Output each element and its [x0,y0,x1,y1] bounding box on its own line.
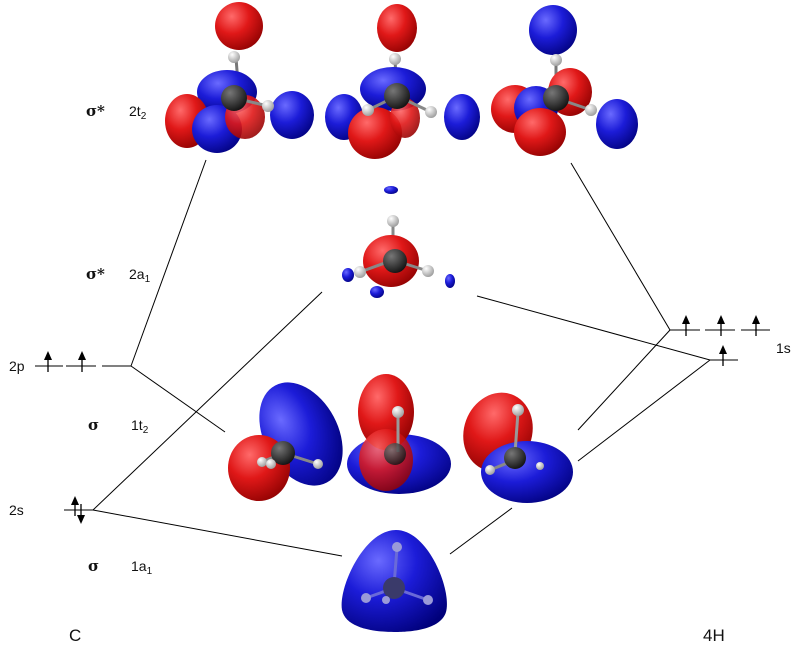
label-1a1-symmetry: σ [88,557,100,575]
electron-up-arrow [752,315,760,336]
electron-up-arrow [719,345,727,366]
orbital-1a1 [341,530,447,632]
label-2t2: 2t2 [129,103,147,122]
label-2a1-subscript: 1 [144,274,151,285]
label-1a1-subscript: 1 [146,566,153,577]
label-2t2-name: 2t [129,103,141,119]
label-2t2-subscript: 2 [140,111,147,122]
label-1t2-symmetry: σ [88,416,100,434]
orbital-2t2-a [165,2,314,153]
correlation-lines [92,159,711,557]
line-2s-to-1a1 [92,509,343,557]
label-carbon-atom: C [69,626,82,645]
line-1s-to-1a1-b [449,507,513,555]
label-hydrogen-atoms: 4H [703,626,725,645]
orbital-2t2-c [491,5,638,156]
line-1s-to-2a1 [476,295,711,361]
orbital-2t2-b [325,4,480,159]
carbon-2s-level [64,496,93,524]
electron-up-arrow [78,351,86,372]
electron-up-arrow [682,315,690,336]
label-1t2: 1t2 [131,417,149,436]
hydrogen-1s-levels [670,329,770,361]
electron-down-arrow [77,515,85,524]
orbital-1t2-b [347,374,451,494]
line-2s-to-2a1 [92,291,323,511]
line-2p-to-2t2-left [130,159,207,367]
electron-up-arrow [717,315,725,336]
label-2t2-symmetry: σ* [86,102,105,120]
electron-up-arrow [44,351,52,372]
label-1a1: 1a1 [131,558,153,577]
label-2a1-name: 2a [129,266,145,282]
label-hydrogen-1s: 1s [776,340,791,356]
electron-up-arrow [71,496,79,505]
label-1t2-name: 1t [131,417,143,433]
orbital-1t2-c [463,392,573,503]
label-2a1: 2a1 [129,266,151,285]
orbital-1t2-a [228,382,343,501]
label-1t2-subscript: 2 [142,425,149,436]
label-carbon-2s: 2s [9,502,24,518]
label-carbon-2p: 2p [9,358,25,374]
orbital-2a1 [342,186,455,298]
line-1s-to-1a1-a [577,359,711,462]
line-1s-to-1t2-right [577,329,671,431]
line-1s-to-2t2-right [570,162,671,331]
label-2a1-symmetry: σ* [86,265,105,283]
label-1a1-name: 1a [131,558,147,574]
line-2p-to-1t2-left [130,365,226,433]
